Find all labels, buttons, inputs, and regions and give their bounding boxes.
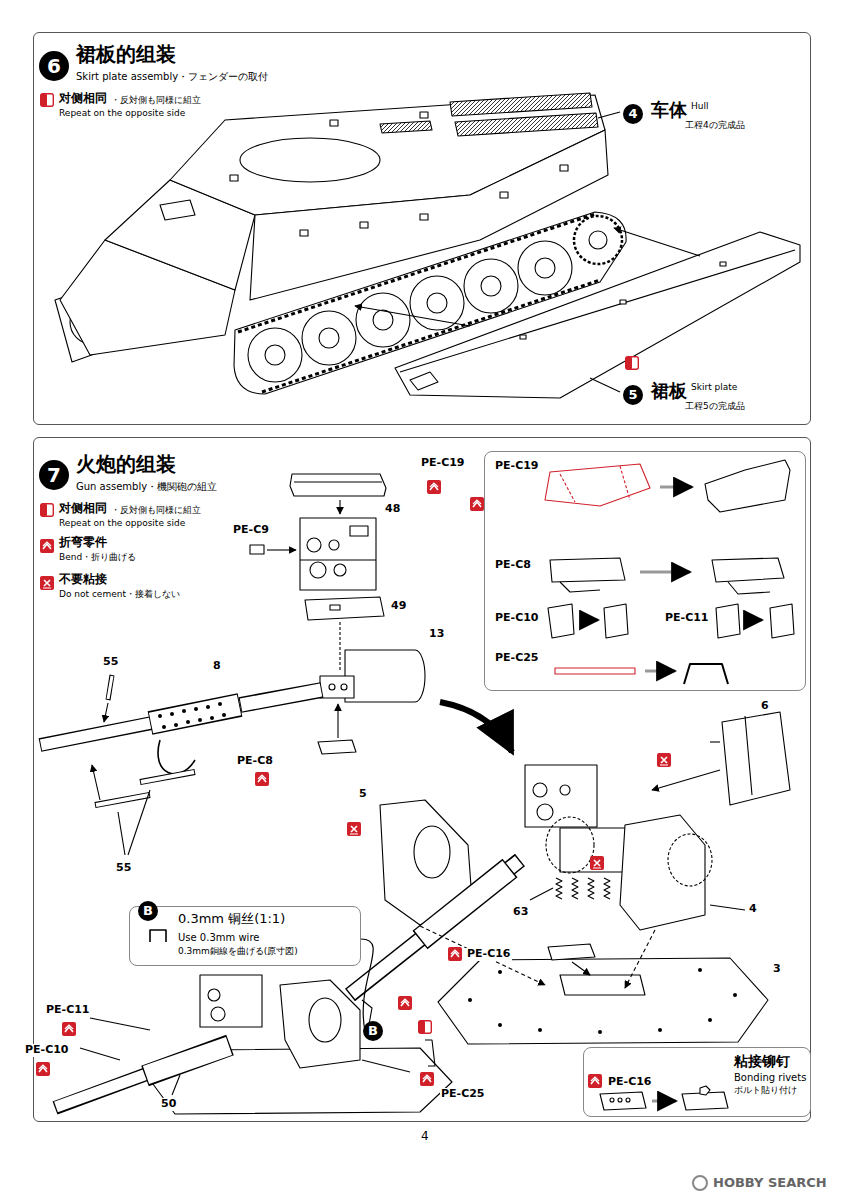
part-number: 49 <box>390 600 407 613</box>
part-number: PE-C19 <box>420 457 466 470</box>
callout-number: B <box>143 904 153 919</box>
callout-circle: 5 <box>623 385 643 405</box>
part-number: PE-C11 <box>45 1004 91 1017</box>
node-text: PE-C8 <box>495 559 531 572</box>
legend-text: Repeat on the opposite side <box>58 518 186 528</box>
part-number: PE-C9 <box>232 524 270 537</box>
part-number: 5 <box>358 788 368 801</box>
part-number: 3 <box>772 963 782 976</box>
step-number: 7 <box>39 460 69 490</box>
callout-number: B <box>368 1024 378 1039</box>
detail-box: 粘接铆钉 Bonding rivetsボルト貼り付け PE-C16 <box>583 1047 811 1117</box>
part-number: 55 <box>115 862 132 875</box>
node-text: Gun assembly・機関砲の組立 <box>76 481 217 493</box>
node-text: 0.3mm銅線を曲げる(原寸図) <box>178 946 298 956</box>
legend-text: Repeat on the opposite side <box>58 108 186 118</box>
part-number: 4 <box>748 903 758 916</box>
step-panel: 裙板的组装 Skirt plate assembly・フェンダーの取付 6 4 5 <box>33 32 811 425</box>
node-text: PE-C19 <box>495 460 539 473</box>
part-number: PE-C16 <box>466 948 512 961</box>
callout-number: 5 <box>628 388 637 403</box>
part-number: 6 <box>760 700 770 713</box>
part-number: 48 <box>384 503 401 516</box>
part-number: PE-C10 <box>24 1044 70 1057</box>
watermark: HOBBY SEARCH <box>712 1176 828 1191</box>
legend-text: ・反対側も同様に組立 <box>110 95 202 105</box>
part-label: 工程4の完成品 <box>684 120 746 130</box>
callout-number: 7 <box>47 464 61 487</box>
part-label: 车体 <box>650 100 688 121</box>
legend-text: Do not cement・接着しない <box>58 589 181 599</box>
step-title: 火炮的组装 <box>76 453 176 476</box>
part-number: 63 <box>512 906 529 919</box>
node-text: Skirt plate assembly・フェンダーの取付 <box>76 71 268 83</box>
callout-number: 4 <box>628 107 637 122</box>
leader-line <box>361 939 373 1031</box>
callout-circle: B <box>363 1021 383 1041</box>
node-text: PE-C11 <box>665 612 709 625</box>
legend-text: 折弯零件 <box>58 536 108 550</box>
legend-text: 对侧相同 <box>58 92 108 106</box>
part-number: 8 <box>212 660 222 673</box>
part-label: 裙板 <box>650 381 688 402</box>
part-label: Skirt plate <box>690 382 738 392</box>
part-label: Hull <box>690 101 709 111</box>
step-title: 裙板的组装 <box>76 43 176 66</box>
callout-circle: B <box>138 901 158 921</box>
part-number: PE-C8 <box>236 755 274 768</box>
legend-text: 对侧相同 <box>58 502 108 516</box>
node-text: PE-C10 <box>495 612 539 625</box>
detail-box: PE-C19PE-C8PE-C10 PE-C11PE-C25 <box>484 451 806 691</box>
node-text: 0.3mm 铜丝(1:1) <box>178 912 285 927</box>
part-number: 55 <box>102 656 119 669</box>
node-text: PE-C25 <box>495 652 539 665</box>
legend-text: ・反対側も同様に組立 <box>110 505 202 515</box>
page-number: 4 <box>420 1130 430 1144</box>
part-number: PE-C25 <box>440 1088 486 1101</box>
part-label: 工程5の完成品 <box>684 401 746 411</box>
wire-callout: 0.3mm 铜丝(1:1) Use 0.3mm wire 0.3mm銅線を曲げる(原… <box>129 906 361 966</box>
node-text: 粘接铆钉 <box>734 1053 790 1069</box>
node-text: PE-C16 <box>608 1076 652 1089</box>
node-text: Bonding rivets <box>734 1072 806 1084</box>
node-text: ボルト貼り付け <box>734 1085 797 1095</box>
step-number: 6 <box>39 51 69 81</box>
callout-circle: 4 <box>623 104 643 124</box>
legend-text: Bend・折り曲げる <box>58 552 137 562</box>
part-number: 13 <box>428 628 445 641</box>
callout-number: 6 <box>47 55 61 78</box>
step-panel: 火炮的组装Gun assembly・機関砲の組立7PE-C19PE-C8PE-C… <box>33 437 811 1122</box>
legend-text: 不要粘接 <box>58 573 108 587</box>
node-text: Use 0.3mm wire <box>178 932 259 944</box>
part-number: 50 <box>160 1098 177 1111</box>
